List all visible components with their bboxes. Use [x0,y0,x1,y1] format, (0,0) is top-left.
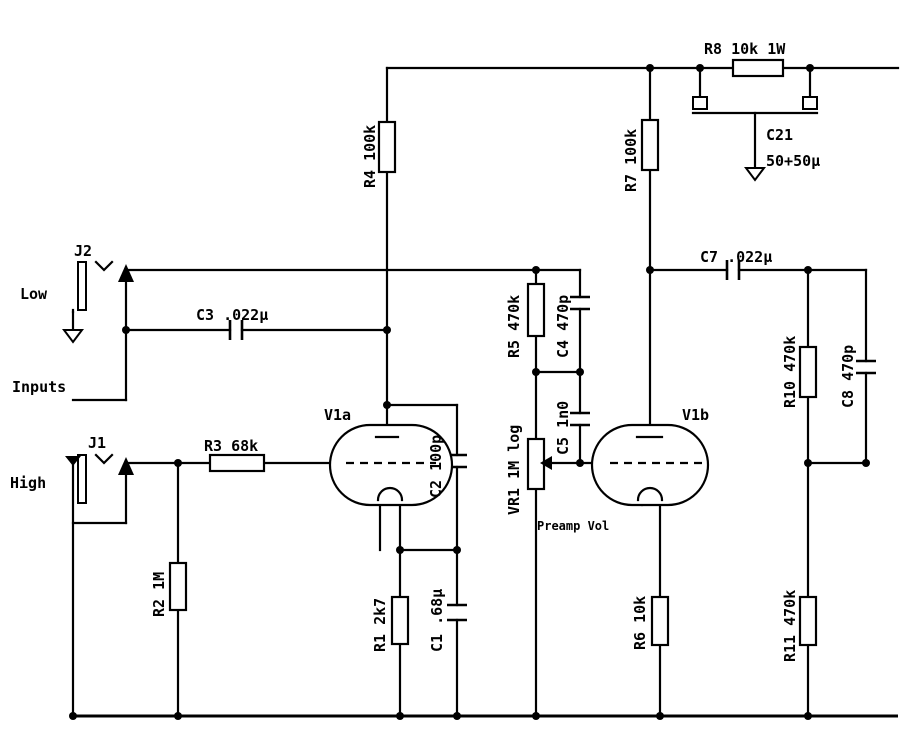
capacitor-c8 [856,359,876,375]
label-r6: R6 10k [631,596,649,650]
label-high: High [10,474,46,492]
resistor-r5 [526,282,546,338]
tube-v1a [328,423,454,507]
wires [70,66,900,718]
label-r10: R10 470k [781,336,799,408]
label-r4: R4 100k [361,125,379,188]
resistor-r2 [168,561,188,612]
label-r11: R11 470k [781,590,799,662]
capacitor-c4 [570,295,590,311]
label-c3: C3 .022µ [196,306,268,324]
label-inputs: Inputs [12,378,66,396]
resistor-r10 [798,345,818,399]
label-vr1: VR1 1M log [505,425,523,515]
ground-icon [62,310,84,344]
label-r2: R2 1M [150,572,168,617]
potentiometer-vr1 [526,437,552,491]
resistor-r6 [650,595,670,647]
label-c4: C4 470p [554,295,572,358]
jack-j2 [71,260,134,314]
capacitor-c3 [228,320,244,340]
resistor-r1 [390,595,410,646]
label-c8: C8 470p [839,345,857,408]
label-j1: J1 [88,434,106,452]
capacitors [228,96,876,622]
jack-j1 [65,453,134,504]
label-c5: C5 1n0 [554,401,572,455]
label-r5: R5 470k [505,295,523,358]
resistor-r7 [640,118,660,172]
label-r3: R3 68k [204,437,258,455]
capacitor-c5 [570,411,590,427]
resistors [168,58,818,647]
resistor-r4 [377,120,397,174]
label-c7: C7 .022µ [700,248,772,266]
label-preamp-vol: Preamp Vol [537,519,609,533]
label-v1a: V1a [324,406,351,424]
label-r1: R1 2k7 [371,598,389,652]
label-c21-value: 50+50µ [766,152,820,170]
label-r7: R7 100k [622,129,640,192]
junction-dots [69,64,870,720]
label-low: Low [20,285,48,303]
label-r8: R8 10k 1W [704,40,786,58]
resistor-r11 [798,595,818,647]
ground-icon [744,167,766,182]
tube-v1b [590,423,710,507]
resistor-r3 [208,453,266,473]
label-v1b: V1b [682,406,709,424]
resistor-r8 [731,58,785,78]
capacitor-c21 [692,96,818,110]
label-c2: C2 100p [427,435,445,498]
capacitor-c1 [447,603,467,622]
capacitor-c7 [725,260,741,280]
label-c21: C21 [766,126,793,144]
ground-symbols [62,167,766,344]
labels: R8 10k 1W C21 50+50µ R4 100k R7 100k J2 … [10,40,857,662]
label-j2: J2 [74,242,92,260]
label-c1: C1 .68µ [428,589,446,652]
